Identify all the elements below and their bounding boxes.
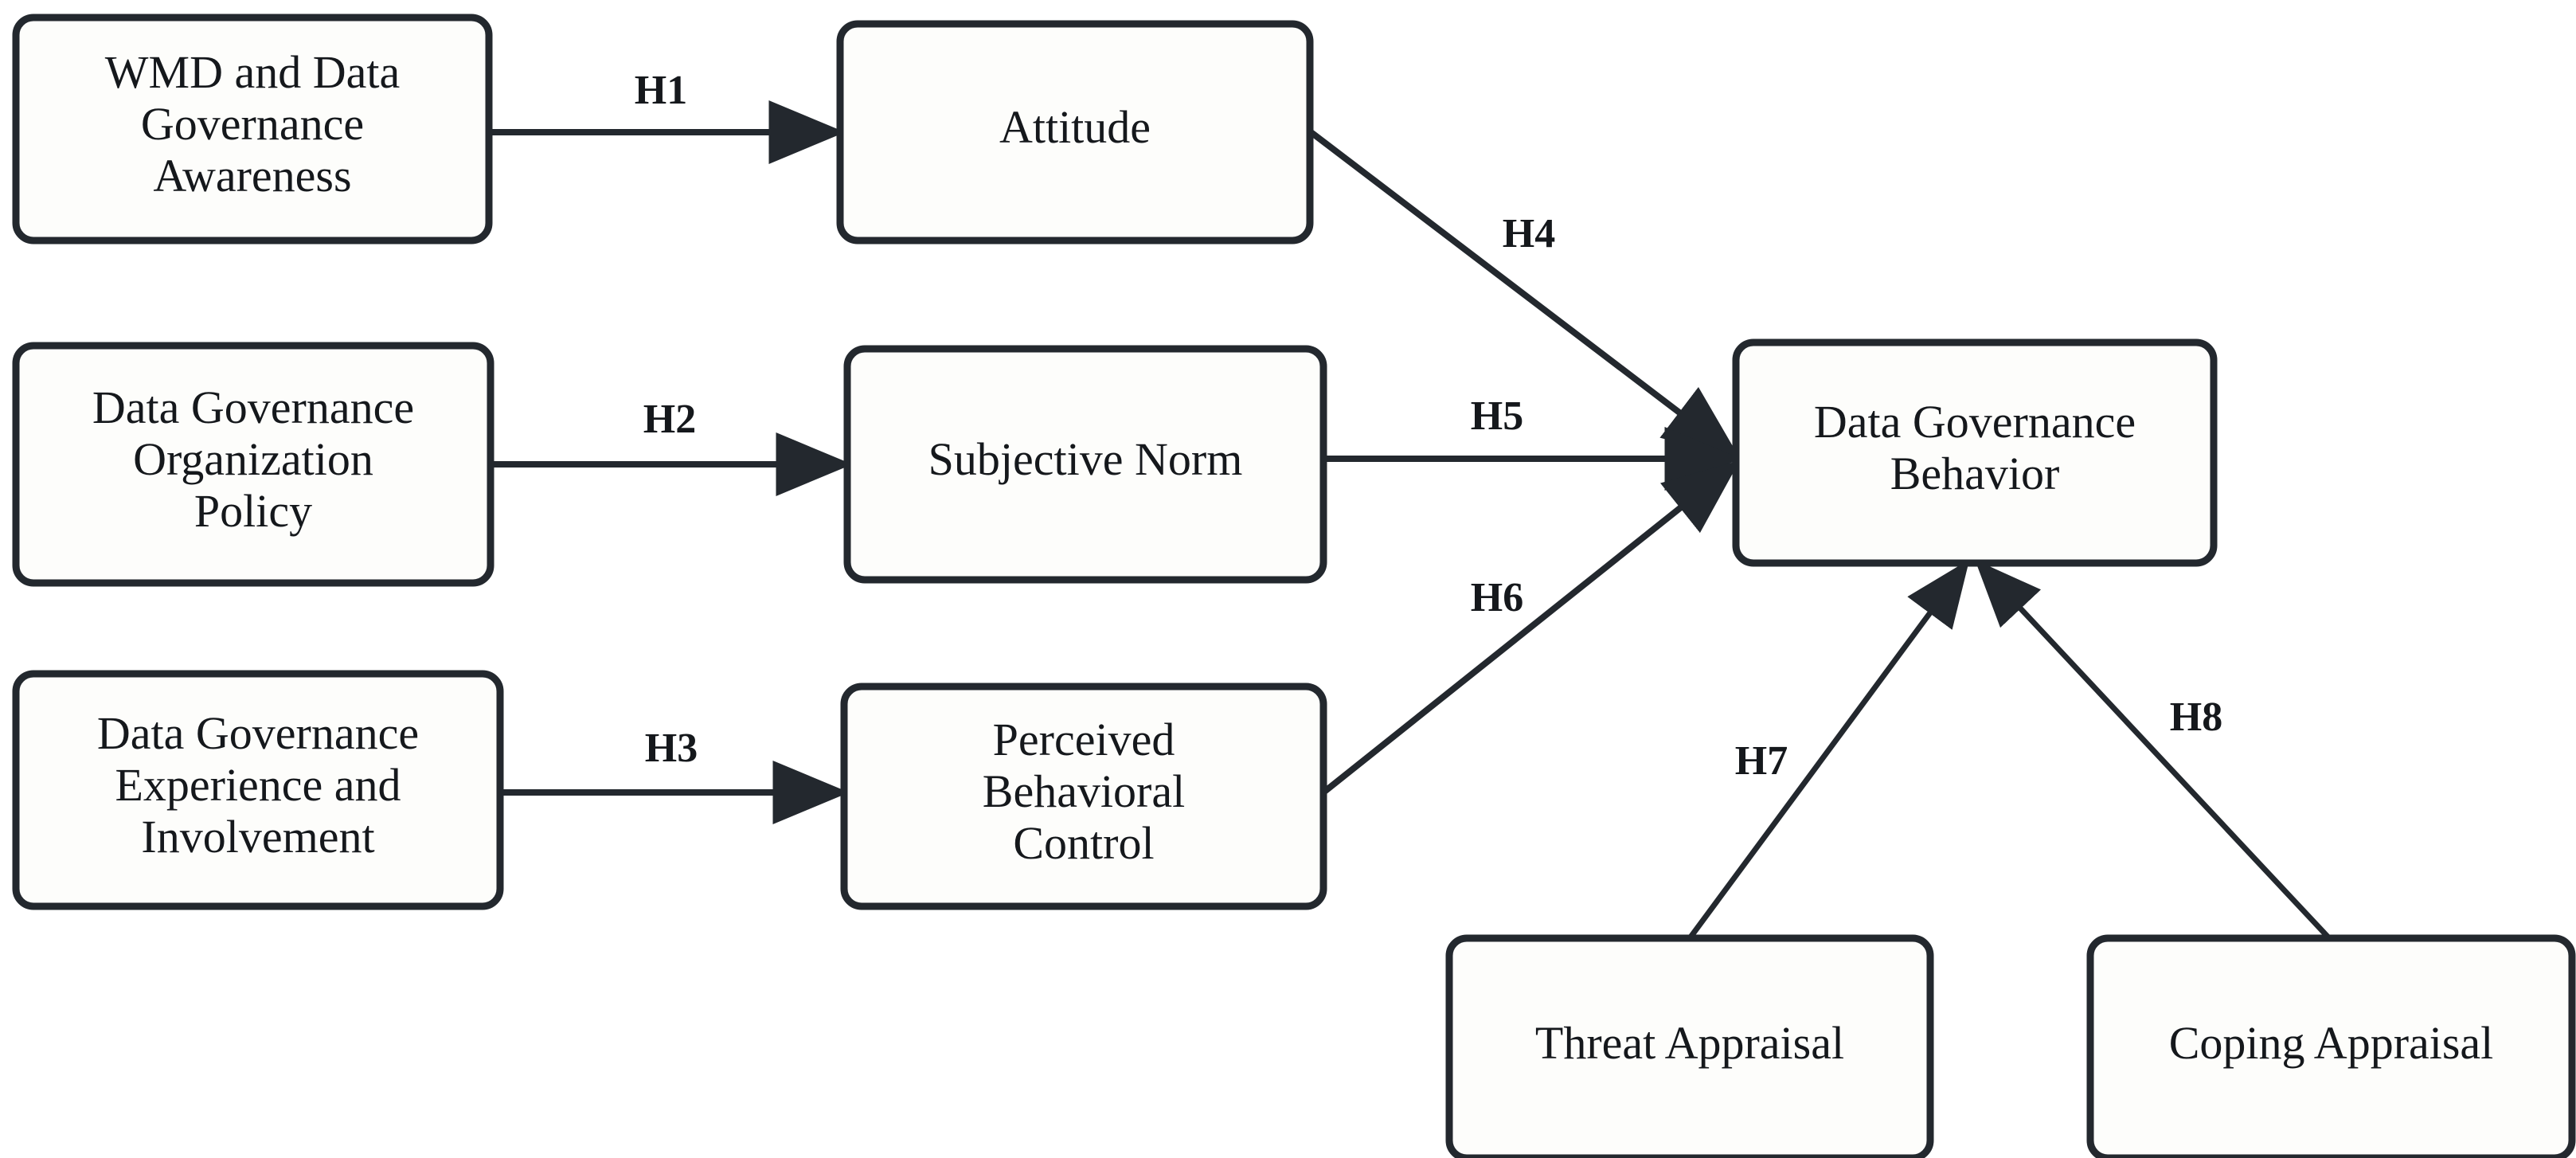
node-wmd-awareness-box: [12, 14, 493, 245]
edge-h4-label: H4: [1503, 211, 1555, 256]
edge-h8[interactable]: H8: [1975, 559, 2332, 941]
edge-h4[interactable]: H4: [1308, 128, 1741, 459]
node-perceived-behavioral-control-box: [840, 683, 1327, 910]
edge-h1-label: H1: [635, 68, 687, 113]
node-threat-appraisal-label: Threat Appraisal: [1535, 1017, 1844, 1069]
node-subjective-norm-box: [843, 345, 1327, 584]
node-attitude[interactable]: Attitude: [836, 20, 1314, 245]
node-data-governance-behavior-box: [1732, 338, 2218, 567]
edge-h8-line: [1975, 559, 2332, 941]
edge-h2[interactable]: H2: [491, 397, 853, 496]
edge-h2-label: H2: [643, 397, 696, 442]
edge-h6-line: [1321, 460, 1741, 796]
node-coping-appraisal-box: [2086, 934, 2576, 1158]
node-dg-org-policy-box: [12, 342, 494, 587]
node-dg-experience-box: [12, 670, 504, 910]
node-subjective-norm[interactable]: Subjective Norm: [843, 345, 1327, 584]
edge-h4-line: [1308, 128, 1741, 459]
node-subjective-norm-label: Subjective Norm: [928, 433, 1243, 485]
edge-h6[interactable]: H6: [1321, 460, 1741, 796]
node-attitude-box: [836, 20, 1314, 245]
edge-h3[interactable]: H3: [500, 726, 850, 824]
node-coping-appraisal[interactable]: Coping Appraisal: [2086, 934, 2576, 1158]
node-coping-appraisal-label: Coping Appraisal: [2169, 1017, 2494, 1069]
edge-h7-line: [1687, 559, 1970, 941]
edge-h3-label: H3: [645, 726, 698, 771]
edge-h7[interactable]: H7: [1687, 559, 1970, 941]
node-threat-appraisal[interactable]: Threat Appraisal: [1445, 934, 1934, 1158]
edge-h5-label: H5: [1471, 393, 1523, 439]
edge-h8-label: H8: [2170, 694, 2222, 740]
node-attitude-label: Attitude: [999, 101, 1151, 153]
edge-h7-label: H7: [1735, 738, 1788, 784]
edges-layer: H1 H2 H3 H4 H5 H6: [489, 68, 2332, 941]
node-threat-appraisal-box: [1445, 934, 1934, 1158]
edge-h5[interactable]: H5: [1323, 393, 1741, 491]
edge-h1[interactable]: H1: [489, 68, 846, 164]
edge-h6-label: H6: [1471, 575, 1523, 620]
